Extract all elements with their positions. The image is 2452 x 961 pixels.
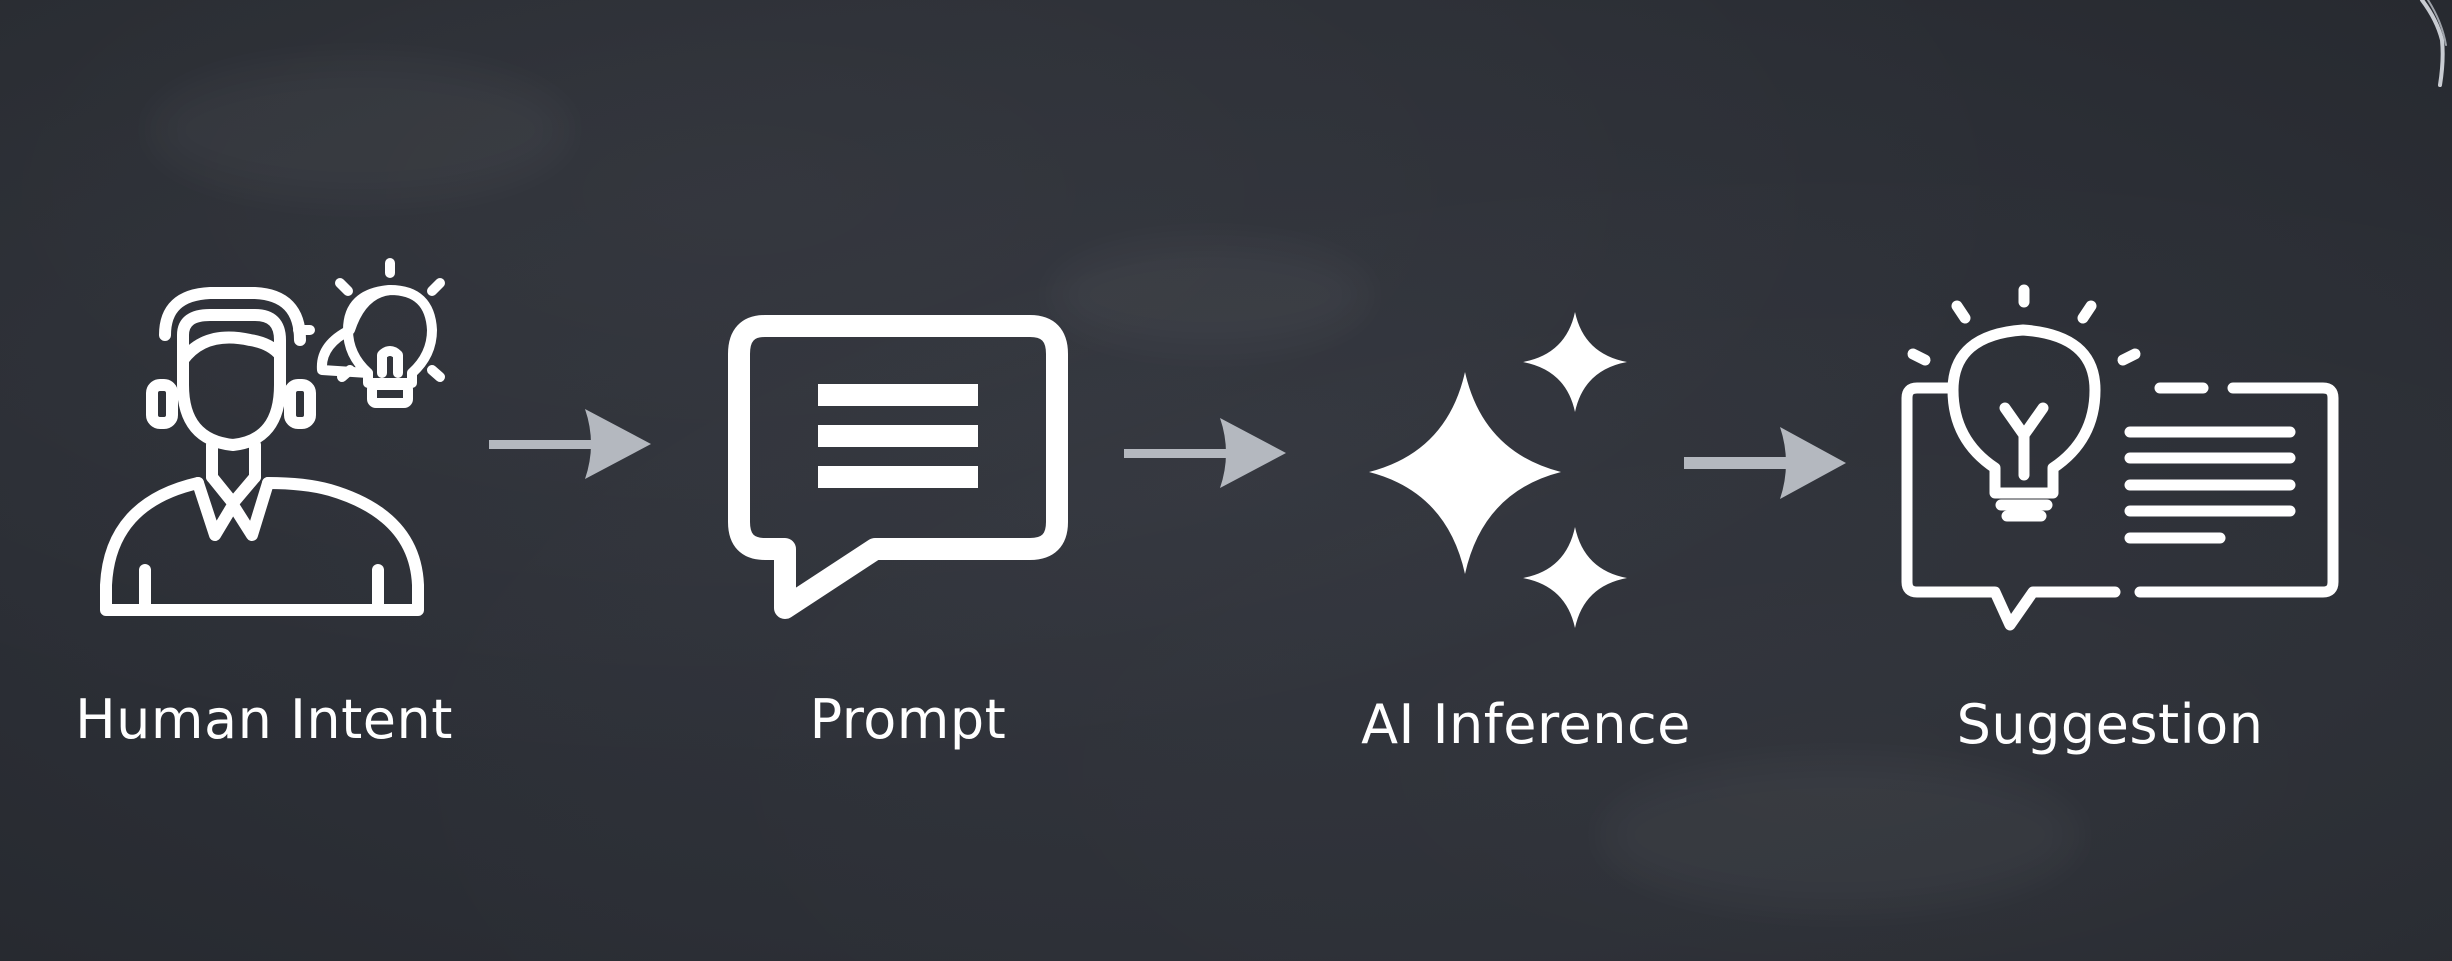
corner-scratch-decoration bbox=[2420, 0, 2447, 87]
step-label-suggestion: Suggestion bbox=[1956, 693, 2264, 756]
step-label-prompt: Prompt bbox=[809, 688, 1007, 751]
lightbulb-message-icon bbox=[1901, 284, 2339, 631]
chalk-smudge bbox=[150, 60, 570, 200]
arrow-right-icon bbox=[1684, 427, 1846, 499]
sparkles-icon bbox=[1369, 312, 1627, 628]
chat-bubble-icon bbox=[728, 315, 1068, 619]
chalk-smudge bbox=[1050, 240, 1370, 350]
step-label-ai-inference: AI Inference bbox=[1361, 693, 1691, 756]
chalk-smudge bbox=[1600, 760, 2080, 910]
person-with-lightbulb-icon bbox=[100, 258, 445, 616]
arrow-right-icon bbox=[1124, 418, 1286, 488]
step-label-human-intent: Human Intent bbox=[75, 688, 453, 751]
arrow-right-icon bbox=[489, 409, 651, 479]
